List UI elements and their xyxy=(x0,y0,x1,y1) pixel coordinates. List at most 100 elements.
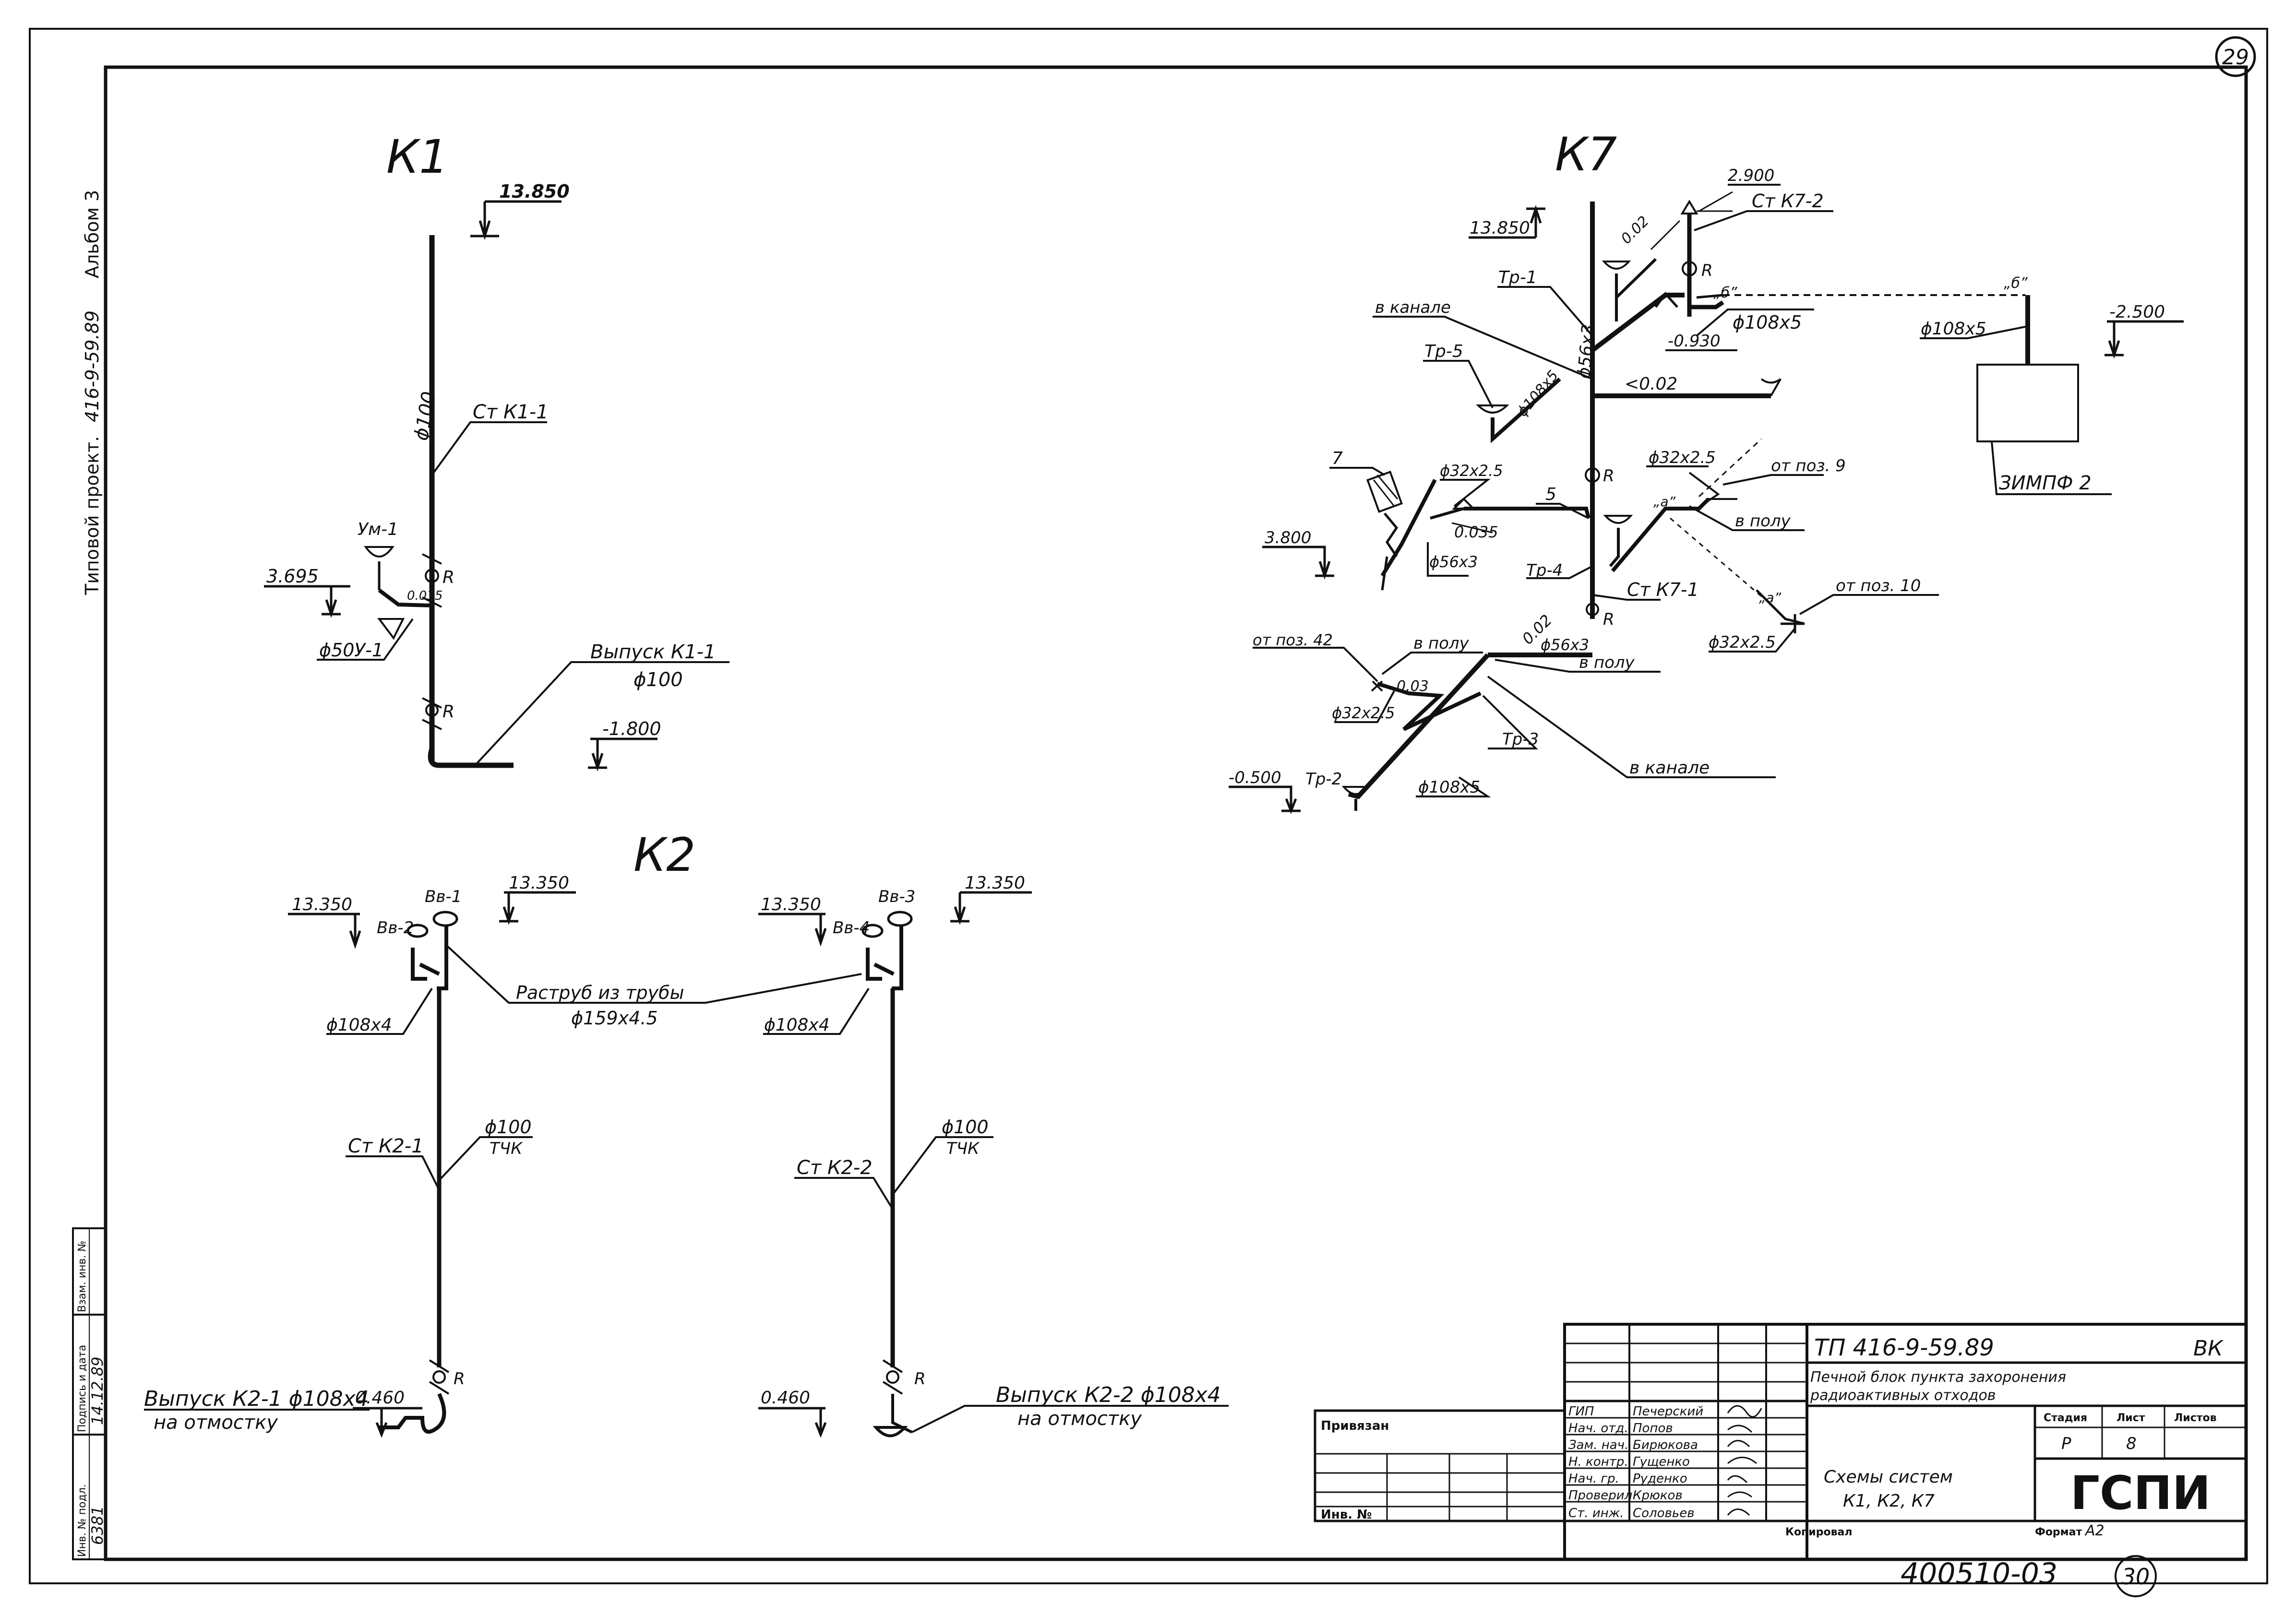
k2-dia-left: ϕ100 xyxy=(485,1116,532,1138)
tb-copied: Копировал xyxy=(1785,1526,1852,1538)
tb-stage-header: Стадия xyxy=(2044,1412,2087,1424)
k7-tank xyxy=(1976,364,2079,442)
k2-drain-4: Вв-4 xyxy=(833,918,870,938)
tb-name: Бирюкова xyxy=(1633,1438,1698,1452)
k7-riser-1: Ст К7-2 xyxy=(1752,190,1824,212)
tb-stage: Р xyxy=(2061,1434,2071,1453)
k7-riser-2: Ст К7-1 xyxy=(1627,579,1699,600)
side-caption: Типовой проект. 416-9-59.89 Альбом 3 xyxy=(82,190,103,595)
k7-from-9: от поз. 9 xyxy=(1771,456,1846,475)
tb-inv-no: Инв. № xyxy=(1321,1508,1372,1522)
tb-name: Попов xyxy=(1633,1421,1673,1436)
tb-code: ТП 416-9-59.89 xyxy=(1814,1334,1994,1361)
k2-outlet-left-1: Выпуск К2-1 ϕ108x4 xyxy=(144,1387,369,1411)
k2-socket-note-1: Раструб из трубы xyxy=(516,982,684,1003)
k7-level-m0500: -0.500 xyxy=(1229,768,1281,787)
corner-number-circle xyxy=(2215,36,2256,77)
tb-org: ГСПИ xyxy=(2070,1466,2211,1520)
corner-number: 29 xyxy=(2222,45,2249,70)
k1-level-top: 13.850 xyxy=(499,181,570,202)
k7-valve-1: R xyxy=(1701,261,1713,280)
side-album: Альбом 3 xyxy=(82,190,103,278)
tb-name: Руденко xyxy=(1633,1472,1687,1486)
k7-mark-5: 5 xyxy=(1545,485,1556,504)
k2-drain-2: Вв-2 xyxy=(377,918,414,938)
k7-in-channel-1: в канале xyxy=(1375,298,1451,317)
k7-level-3800: 3.800 xyxy=(1265,528,1311,547)
stamp-date: 14.12.89 xyxy=(88,1357,107,1425)
tb-role: Нач. отд. xyxy=(1568,1421,1628,1436)
k2-riser-left-label: Ст К2-1 xyxy=(348,1135,424,1157)
k2-valve-right: R xyxy=(914,1369,926,1389)
k1-slope: 0.035 xyxy=(407,589,442,603)
inner-frame xyxy=(104,65,2248,1561)
k2-pipe-right: ϕ108x4 xyxy=(764,1015,830,1035)
bottom-number-circle xyxy=(2115,1555,2157,1597)
k7-mark-a: „а” xyxy=(1653,494,1676,510)
k2-level-right-2: 13.350 xyxy=(965,873,1025,893)
k7-pipe-32-4: ϕ32x2.5 xyxy=(1332,704,1395,722)
k2-outlet-left-2: на отмостку xyxy=(154,1412,278,1434)
outer-frame xyxy=(29,28,2268,1584)
stamp-inv-number: 6381 xyxy=(88,1506,107,1545)
k7-pipe-56-1: ϕ56x3 xyxy=(1574,323,1599,380)
k2-title: К2 xyxy=(634,828,695,882)
tb-org-line2: радиоактивных отходов xyxy=(1810,1387,1996,1404)
k1-title: К1 xyxy=(386,130,448,184)
k7-in-floor-2: в полу xyxy=(1579,653,1635,672)
tb-role: Ст. инж. xyxy=(1568,1506,1624,1520)
tb-signatures: ГИП Нач. отд. Зам. нач. Н. контр. Нач. г… xyxy=(1568,1404,1762,1520)
k7-in-floor-3: в полу xyxy=(1413,634,1470,653)
k2-mat-right: ТЧК xyxy=(946,1139,980,1158)
left-stamp: Инв. № подл. Подпись и дата Взам. инв. №… xyxy=(72,1227,107,1560)
k7-mark-b2: „б” xyxy=(2004,275,2028,292)
k2-outlet-right-2: на отмостку xyxy=(1017,1408,1142,1430)
k2-level-right-1: 13.350 xyxy=(761,895,821,914)
k1-fixture-pipe: ϕ50 xyxy=(319,640,354,661)
k7-slope-1: 0.02 xyxy=(1618,213,1652,248)
k2-drain-3: Вв-3 xyxy=(878,887,915,906)
k7-pipe-108-1: ϕ108x5 xyxy=(1733,312,1802,333)
handwritten-code: 400510-03 xyxy=(1901,1557,2057,1591)
k2-level-left-1: 13.350 xyxy=(292,895,352,914)
scheme-k7: К7 13.850 Тр-1 ϕ56x3 0.02 в канале R 2.9… xyxy=(1229,128,2184,814)
stamp-repl-header: Взам. инв. № xyxy=(76,1241,88,1312)
bottom-number: 30 xyxy=(2122,1564,2150,1590)
k2-drain-1: Вв-1 xyxy=(425,887,462,906)
tb-role: Н. контр. xyxy=(1568,1455,1628,1469)
tb-org-line1: Печной блок пункта захоронения xyxy=(1810,1369,2066,1386)
tb-role: ГИП xyxy=(1568,1404,1594,1419)
k7-pipe-32-2: ϕ32x2.5 xyxy=(1709,633,1776,652)
k7-pipe-32-1: ϕ32x2.5 xyxy=(1649,448,1716,467)
k7-tr1: Тр-1 xyxy=(1498,268,1537,287)
k1-outlet-diameter: ϕ100 xyxy=(634,669,683,691)
k2-pipe-left: ϕ108x4 xyxy=(326,1015,392,1035)
k7-slope-2: <0.02 xyxy=(1625,374,1677,394)
k7-in-floor-1: в полу xyxy=(1735,511,1791,531)
side-project-code: 416-9-59.89 xyxy=(82,310,103,422)
scheme-k1: К1 13.850 ϕ100 Ст К1-1 R R Ум-1 0.035 ϕ5… xyxy=(264,130,729,772)
k1-fixture-code: У-1 xyxy=(354,640,383,661)
k7-in-channel-2: в канале xyxy=(1629,758,1710,778)
k7-title: К7 xyxy=(1555,128,1617,181)
tb-name: Печерский xyxy=(1633,1404,1703,1419)
k7-pipe-108-2: ϕ108x5 xyxy=(1921,319,1986,339)
k1-fixture-label: Ум-1 xyxy=(358,520,398,539)
tb-sheets-header: Листов xyxy=(2174,1412,2217,1424)
k7-pipe-108-4: ϕ108x5 xyxy=(1418,778,1480,797)
k7-mark-b: „б” xyxy=(1713,285,1737,301)
stamp-inv-header: Инв. № подл. xyxy=(76,1484,88,1557)
tb-section: ВК xyxy=(2193,1336,2224,1361)
k2-outlet-right-1: Выпуск К2-2 ϕ108x4 xyxy=(996,1383,1221,1407)
title-block: ТП 416-9-59.89 ВК Печной блок пункта зах… xyxy=(1314,1323,2248,1561)
k7-level-m2500: -2.500 xyxy=(2109,302,2165,322)
k2-dia-right: ϕ100 xyxy=(942,1116,989,1138)
k7-slope-5: 0.03 xyxy=(1397,678,1429,695)
tb-name: Соловьев xyxy=(1633,1506,1695,1520)
k2-valve-left: R xyxy=(454,1369,465,1389)
tb-sheet-header: Лист xyxy=(2117,1412,2145,1424)
k2-level-left-2: 13.350 xyxy=(509,873,569,893)
k7-tr2: Тр-2 xyxy=(1305,770,1342,789)
k1-valve-mark-1: R xyxy=(442,568,454,587)
